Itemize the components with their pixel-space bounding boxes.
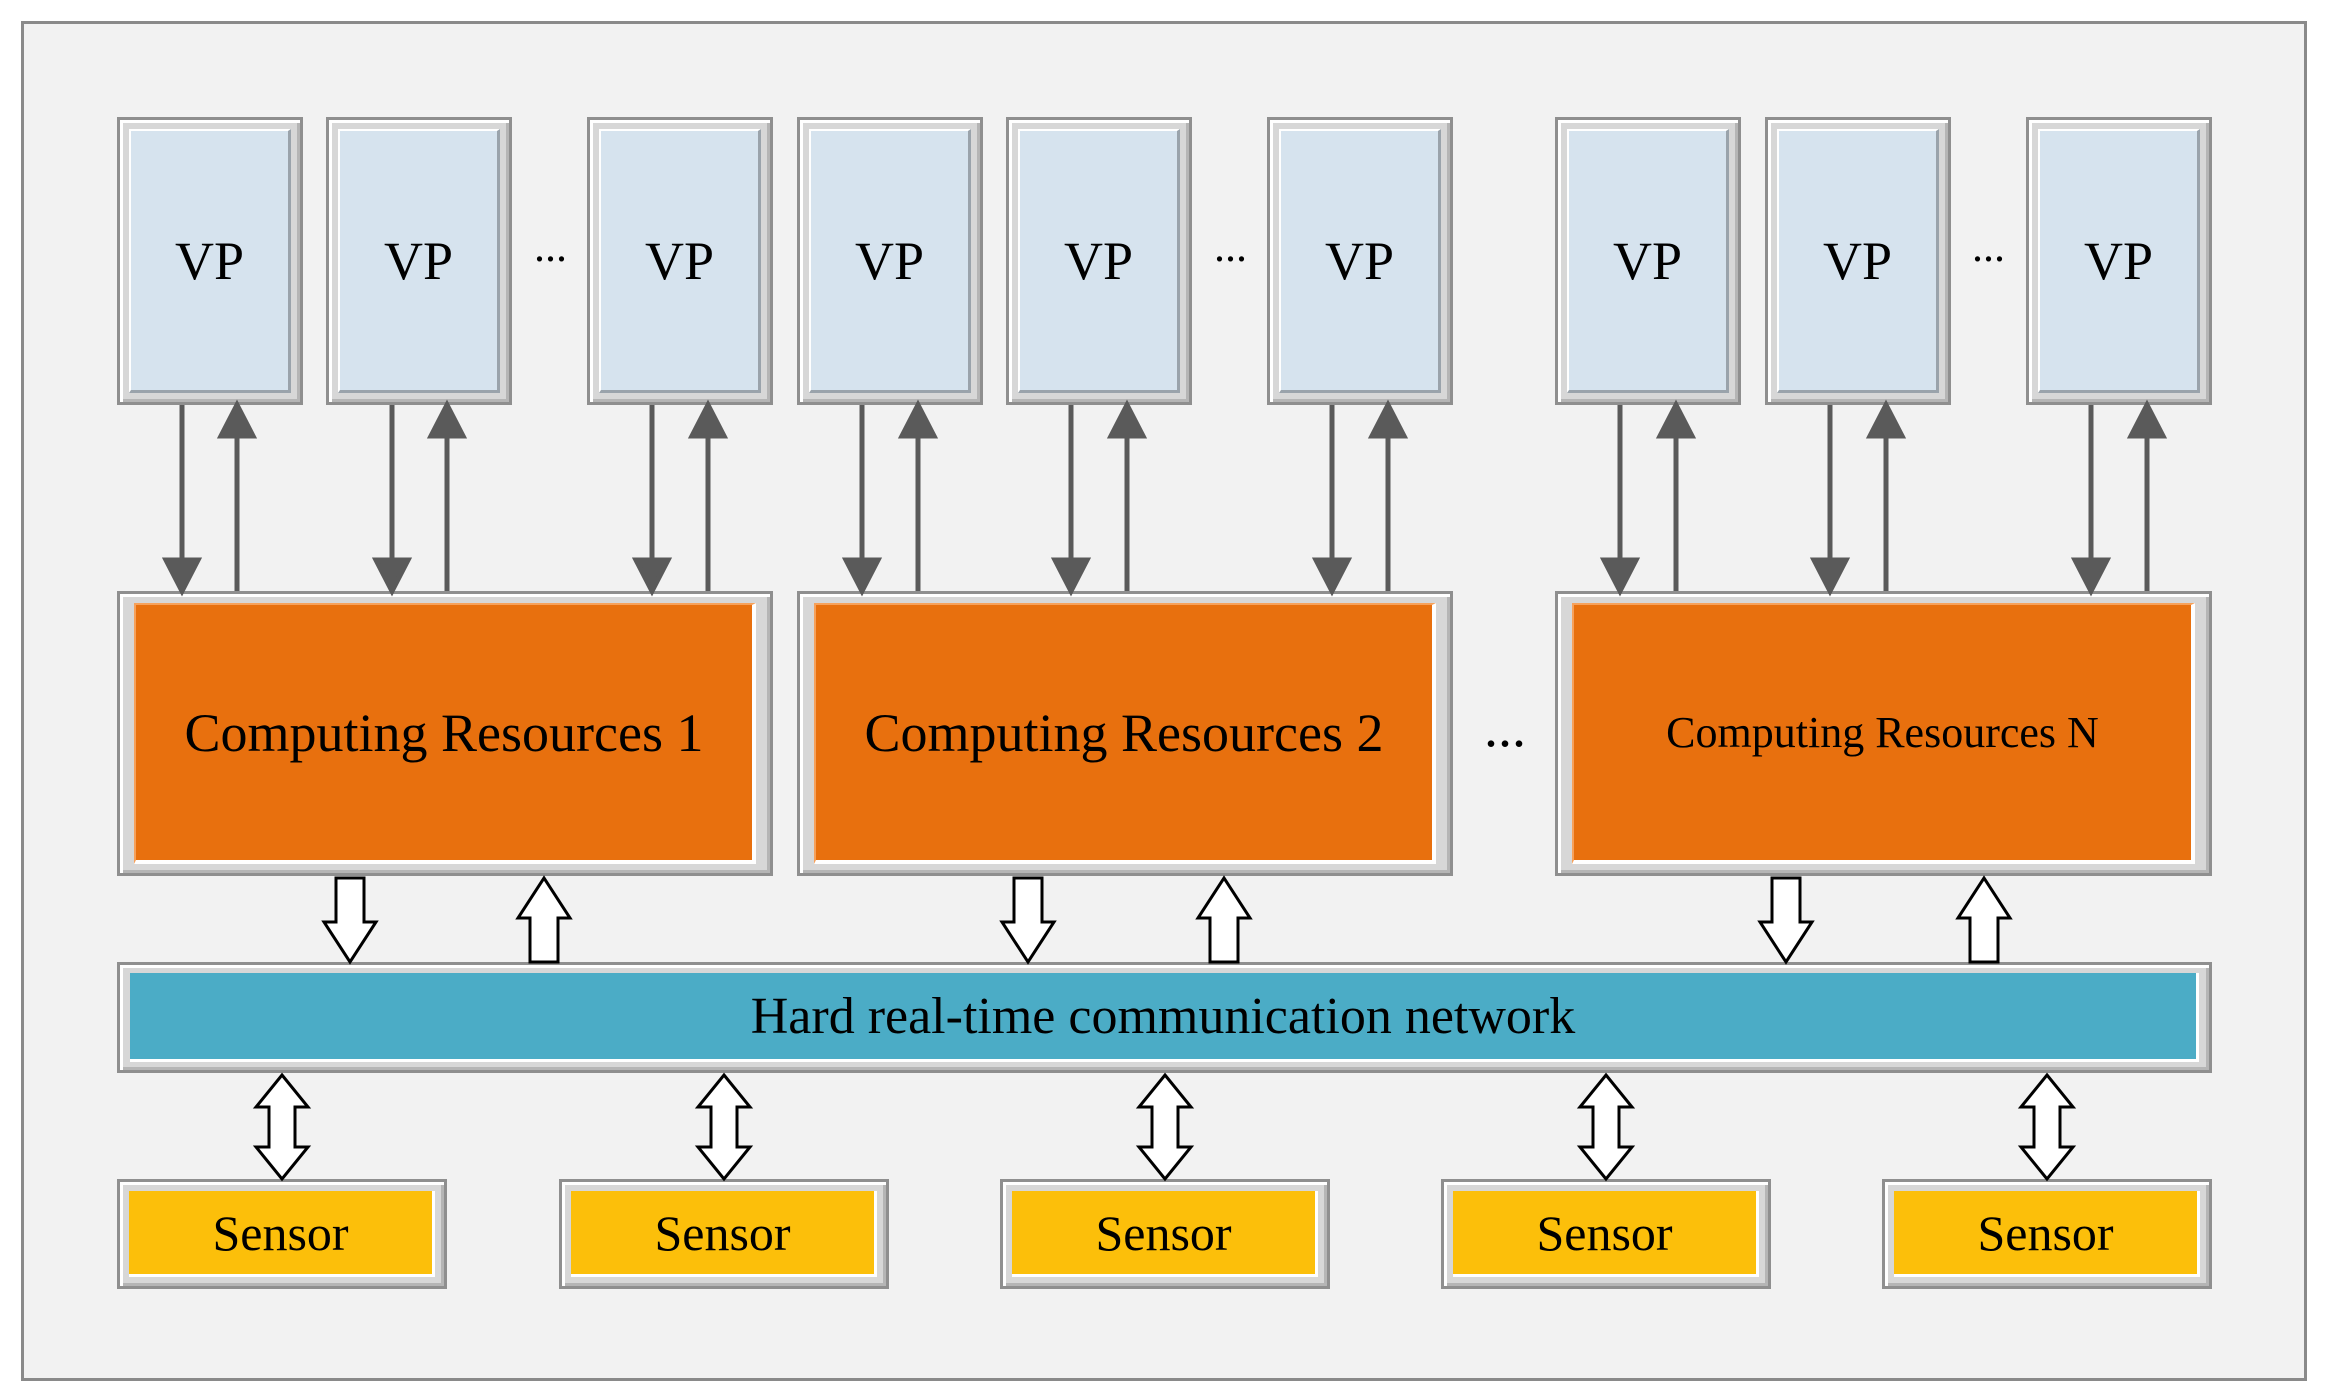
sensor-label: Sensor [129,1191,435,1277]
computing-resources-label: Computing Resources 2 [814,603,1436,864]
sensor-box: Sensor [559,1179,889,1289]
sensor-box: Sensor [1000,1179,1330,1289]
vp-box: VP [1765,117,1951,405]
vp-up-arrows [216,399,2168,591]
vp-label: VP [338,129,500,393]
vp-box: VP [1555,117,1741,405]
sensor-box: Sensor [117,1179,447,1289]
vp-label: VP [599,129,761,393]
vp-box: VP [1006,117,1192,405]
vp-ellipsis: ... [1972,222,2005,271]
sensor-box: Sensor [1882,1179,2212,1289]
vp-label: VP [1018,129,1180,393]
block-down-arrows [321,876,1815,965]
computing-resources-n: Computing Resources N [1555,591,2212,876]
vp-box: VP [1267,117,1453,405]
network-label: Hard real-time communication network [130,973,2199,1062]
vp-ellipsis: ... [534,222,567,271]
vp-box: VP [117,117,303,405]
vp-down-arrows [161,405,2112,597]
computing-resources-1: Computing Resources 1 [117,591,773,876]
block-up-arrows [515,875,2013,964]
computing-resources-label: Computing Resources 1 [134,603,756,864]
sensor-label: Sensor [1894,1191,2200,1277]
sensor-label: Sensor [571,1191,877,1277]
vp-label: VP [1567,129,1729,393]
resources-ellipsis: ... [1484,697,1526,759]
vp-box: VP [797,117,983,405]
communication-network: Hard real-time communication network [117,962,2212,1073]
computing-resources-label: Computing Resources N [1572,603,2195,864]
vp-box: VP [2026,117,2212,405]
vp-ellipsis: ... [1214,222,1247,271]
vp-box: VP [326,117,512,405]
vp-label: VP [129,129,291,393]
vp-label: VP [809,129,971,393]
vp-label: VP [1777,129,1939,393]
vp-label: VP [2038,129,2200,393]
sensor-double-arrows [252,1072,2077,1182]
vp-label: VP [1279,129,1441,393]
sensor-label: Sensor [1453,1191,1759,1277]
sensor-label: Sensor [1012,1191,1318,1277]
vp-box: VP [587,117,773,405]
sensor-box: Sensor [1441,1179,1771,1289]
computing-resources-2: Computing Resources 2 [797,591,1453,876]
